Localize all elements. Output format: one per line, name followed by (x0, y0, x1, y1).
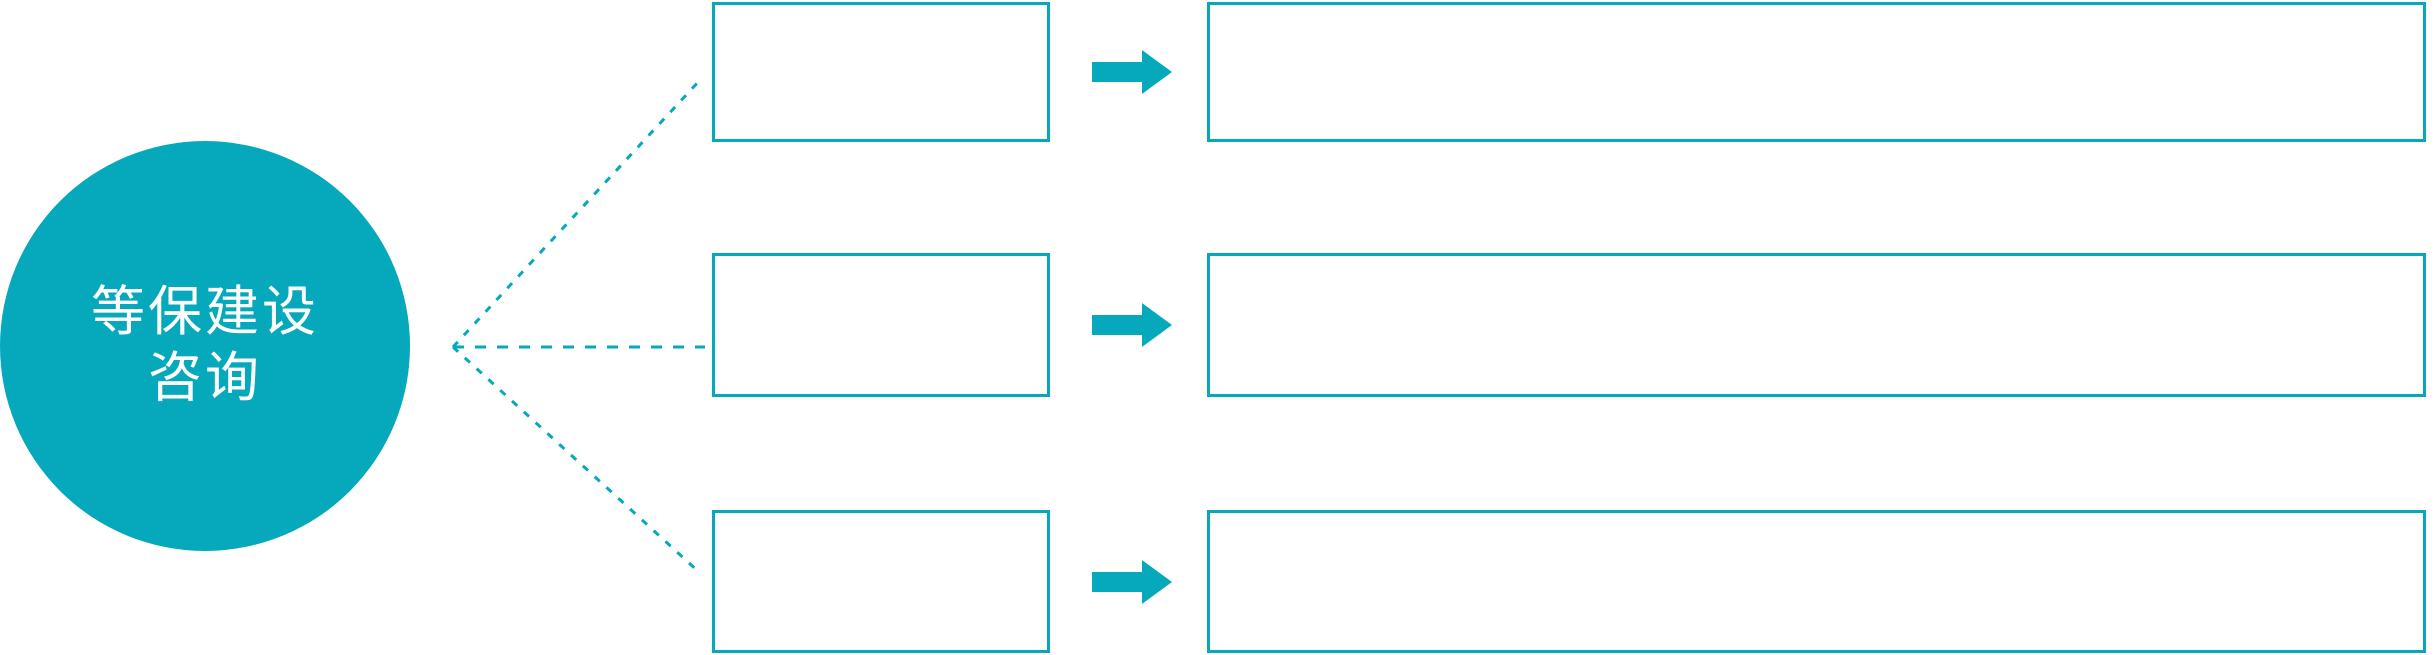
stage-box-2[interactable] (712, 253, 1050, 397)
stage-box-3[interactable] (712, 510, 1050, 653)
detail-box-3[interactable] (1207, 510, 2426, 653)
right-arrow-icon (1092, 303, 1172, 347)
right-arrow-icon (1092, 50, 1172, 94)
hub-circle[interactable]: 等保建设 咨询 (0, 141, 410, 551)
hub-label-line-2: 咨询 (148, 348, 262, 408)
right-arrow-icon (1092, 560, 1172, 604)
detail-box-1[interactable] (1207, 2, 2426, 142)
stage-box-1[interactable] (712, 2, 1050, 142)
detail-box-2[interactable] (1207, 253, 2426, 397)
hub-label-line-1: 等保建设 (91, 282, 319, 343)
connector-line-bottom (451, 345, 702, 575)
connector-line-top (451, 78, 702, 349)
